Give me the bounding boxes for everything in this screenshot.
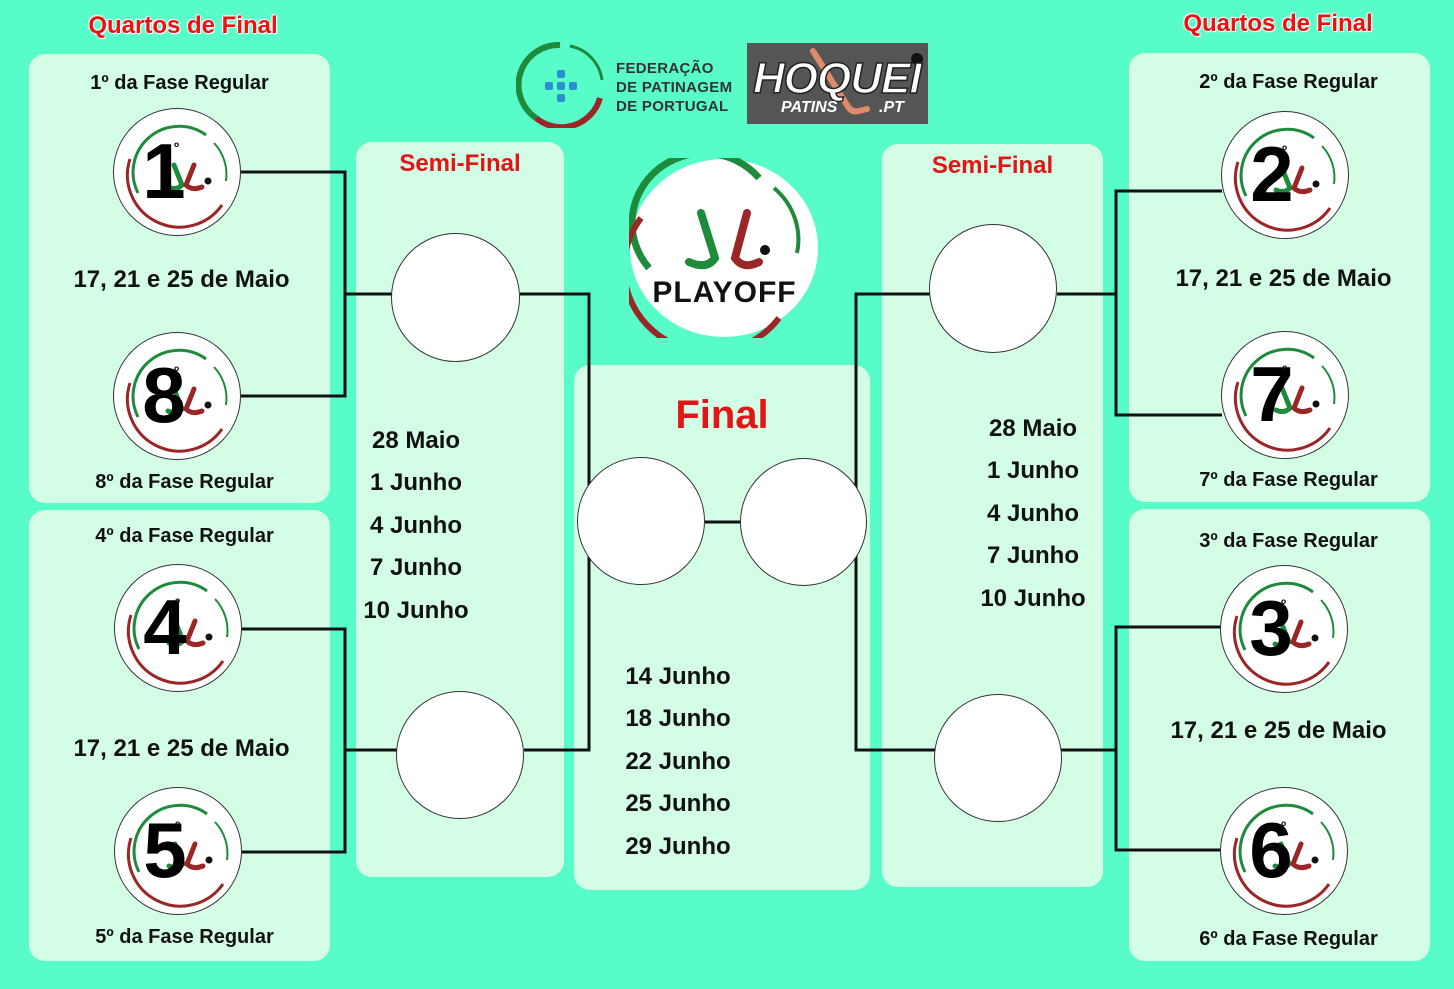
playoff-logo: PLAYOFF [629, 158, 820, 338]
date-item: 10 Junho [980, 584, 1086, 612]
quarterfinal-dates-left-bottom: 17, 21 e 25 de Maio [73, 735, 290, 762]
seed-number: 6 [1249, 806, 1293, 894]
federation-line: FEDERAÇÃO [616, 60, 714, 77]
final-slot-left [577, 457, 705, 585]
seed-number: 8 [142, 351, 186, 439]
hoquei-patins-logo: HOQUEI PATINS .PT [747, 43, 928, 124]
final-dates: 14 Junho 18 Junho 22 Junho 25 Junho 29 J… [598, 656, 758, 868]
date-item: 4 Junho [986, 499, 1079, 527]
seed-ordinal: º [174, 139, 180, 155]
federation-name: FEDERAÇÃO DE PATINAGEM DE PORTUGAL [616, 59, 732, 116]
date-item: 25 Junho [625, 790, 731, 818]
seed-label-6: 6º da Fase Regular [1199, 928, 1378, 950]
seed-label-5: 5º da Fase Regular [95, 926, 274, 948]
playoff-seed-logo-icon [125, 348, 228, 453]
playoff-seed-logo-icon [1232, 581, 1335, 686]
playoff-wordmark: PLAYOFF [652, 276, 797, 309]
date-item: 28 Maio [371, 427, 461, 454]
playoff-seed-logo-icon [1233, 347, 1336, 452]
final-title: Final [675, 393, 769, 437]
quarterfinal-dates-right-top: 17, 21 e 25 de Maio [1175, 265, 1392, 292]
seed-label-4: 4º da Fase Regular [95, 525, 274, 547]
hockey-stick-icon [810, 48, 923, 115]
seed-label-2: 2º da Fase Regular [1199, 71, 1378, 93]
semifinal-slot-right-bottom [934, 694, 1062, 822]
seed-ordinal: º [1282, 142, 1288, 158]
quarterfinal-dates-left-top: 17, 21 e 25 de Maio [73, 266, 290, 293]
hoquei-wordmark: HOQUEI [752, 54, 922, 104]
seed-ordinal: º [174, 363, 180, 379]
playoff-seed-logo-icon [1232, 803, 1335, 908]
seed-ordinal: º [1281, 596, 1287, 612]
final-panel [574, 365, 870, 890]
seed-number: 4 [143, 583, 187, 671]
seed-label-3: 3º da Fase Regular [1199, 530, 1378, 552]
playoff-emblem-icon [629, 158, 818, 338]
semifinal-title-right: Semi-Final [931, 152, 1054, 179]
hoquei-sub-wordmark: PATINS [781, 99, 838, 116]
date-item: 14 Junho [625, 663, 731, 690]
quarterfinal-dates-right-bottom: 17, 21 e 25 de Maio [1170, 717, 1387, 744]
date-item: 7 Junho [369, 554, 462, 582]
playoff-seed-logo-icon [1233, 127, 1336, 232]
date-item: 4 Junho [369, 511, 462, 539]
semifinal-title-left: Semi-Final [399, 150, 521, 177]
date-item: 10 Junho [363, 596, 469, 624]
date-item: 22 Junho [625, 747, 731, 775]
playoff-seed-logo-icon [126, 803, 229, 908]
seed-ordinal: º [1282, 362, 1288, 378]
quarterfinal-title-left: Quartos de Final [88, 12, 278, 39]
seed-label-7: 7º da Fase Regular [1199, 469, 1378, 491]
date-item: 18 Junho [625, 705, 731, 733]
date-item: 7 Junho [986, 542, 1079, 570]
semifinal-dates-right: 28 Maio 1 Junho 4 Junho 7 Junho 10 Junho [953, 408, 1113, 620]
seed-number: 2 [1250, 130, 1294, 218]
seed-label-1: 1º da Fase Regular [90, 72, 269, 94]
quarterfinal-title-right: Quartos de Final [1183, 10, 1373, 37]
date-item: 1 Junho [986, 457, 1079, 485]
federation-line: DE PORTUGAL [616, 98, 729, 115]
federation-logo-icon [516, 41, 604, 128]
federation-line: DE PATINAGEM [616, 79, 733, 96]
semifinal-slot-right-top [929, 224, 1057, 353]
seed-number: 7 [1250, 350, 1294, 438]
seed-number: 1 [142, 127, 186, 215]
seed-ordinal: º [1281, 818, 1287, 834]
date-item: 29 Junho [625, 832, 731, 860]
final-slot-right [740, 458, 867, 586]
seed-number: 5 [143, 806, 187, 894]
playoff-seed-logo-icon [126, 580, 229, 685]
hoquei-pt-wordmark: .PT [879, 99, 904, 116]
playoff-seed-logo-icon [125, 124, 228, 229]
seed-ordinal: º [175, 595, 181, 611]
date-item: 28 Maio [988, 415, 1078, 442]
seed-label-8: 8º da Fase Regular [95, 471, 274, 493]
semifinal-dates-left: 28 Maio 1 Junho 4 Junho 7 Junho 10 Junho [336, 420, 496, 632]
semifinal-slot-left-top [391, 233, 520, 362]
seed-ordinal: º [175, 818, 181, 834]
semifinal-slot-left-bottom [396, 691, 524, 819]
date-item: 1 Junho [369, 469, 462, 497]
seed-number: 3 [1249, 584, 1293, 672]
